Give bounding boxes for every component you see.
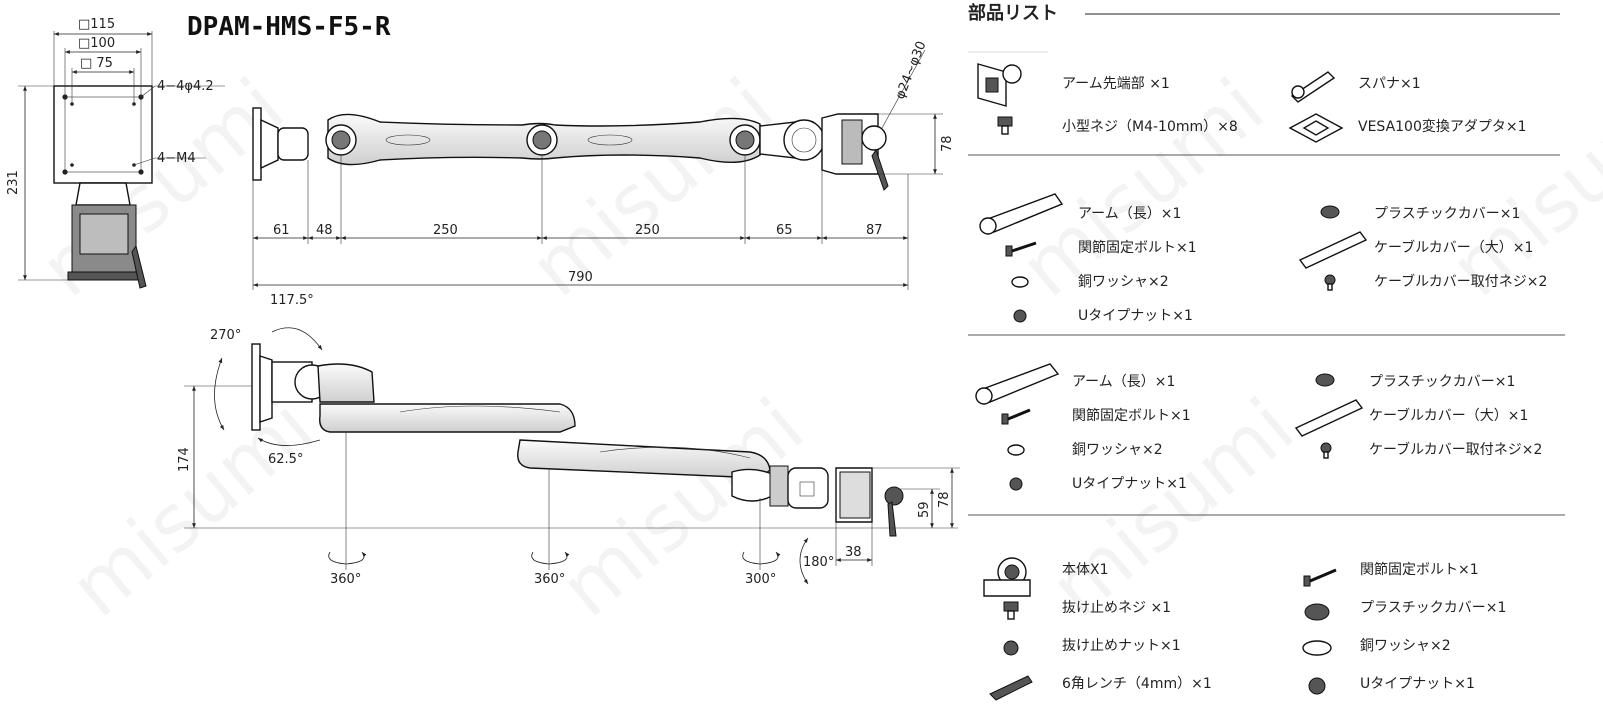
parts-list-title: 部品リスト xyxy=(968,2,1058,24)
part-label: アーム（長）×1 xyxy=(1072,374,1175,390)
plastic-cover-icon xyxy=(1320,205,1340,219)
dimension-label: 4−M4 xyxy=(157,151,196,166)
dimension-label: 61 xyxy=(273,223,290,238)
plastic-cover-icon xyxy=(1304,603,1330,621)
part-label: 関節固定ボルト×1 xyxy=(1078,239,1197,256)
dimension-label: 360° xyxy=(534,572,565,587)
part-label: 銅ワッシャ×2 xyxy=(1072,442,1163,458)
dimension-label: 78 xyxy=(940,135,955,152)
arm-side-view: 117.5° 270° 62.5° 174 59 78 38 180° 360°… xyxy=(177,293,960,587)
dimension-label: misumi xyxy=(544,382,820,634)
part-label: 6角レンチ（4mm）×1 xyxy=(1062,676,1212,692)
part-label: ケーブルカバー（大）×1 xyxy=(1374,239,1533,256)
dimension-label: 250 xyxy=(635,223,660,238)
copper-washer-icon xyxy=(1007,444,1025,456)
dimension-label: □ 75 xyxy=(80,56,113,71)
dimension-label: 270° xyxy=(210,328,241,343)
dimension-label: 78 xyxy=(937,491,952,508)
part-label: ケーブルカバー取付ネジ×2 xyxy=(1369,441,1542,458)
cable-cover-icon xyxy=(1298,231,1368,269)
dimension-label: 360° xyxy=(330,572,361,587)
cable-cover-icon xyxy=(1294,399,1364,437)
retaining-screw-icon xyxy=(1003,601,1019,620)
main-body-icon xyxy=(983,557,1031,597)
vesa-adapter-icon xyxy=(1288,113,1344,143)
dimension-label: 117.5° xyxy=(270,293,314,308)
parts-list: 部品リスト xyxy=(968,2,1565,701)
part-label: 小型ネジ（M4-10mm）×8 xyxy=(1062,119,1238,135)
dimension-label: 4−4φ4.2 xyxy=(157,79,214,94)
dimension-label: misumi xyxy=(514,62,790,314)
spanner-icon xyxy=(1290,71,1336,103)
hex-wrench-icon xyxy=(989,675,1033,701)
part-label: アーム先端部 ×1 xyxy=(1062,76,1170,92)
cable-screw-icon xyxy=(1320,442,1332,459)
part-label: Uタイプナット×1 xyxy=(1072,476,1187,492)
joint-bolt-icon xyxy=(1005,241,1037,257)
dimension-label: 62.5° xyxy=(268,452,303,467)
dimension-label: □100 xyxy=(78,36,115,51)
part-label: プラスチックカバー×1 xyxy=(1360,600,1506,616)
dimension-label: 180° xyxy=(803,555,834,570)
part-label: ケーブルカバー取付ネジ×2 xyxy=(1374,273,1547,290)
u-nut-icon xyxy=(1013,309,1027,323)
joint-bolt-icon xyxy=(1303,568,1337,587)
u-nut-icon xyxy=(1308,677,1326,695)
dimension-label: 87 xyxy=(866,223,883,238)
dimension-label: 59 xyxy=(917,501,932,518)
dimension-label: 790 xyxy=(568,270,593,285)
vesa-front-view: □115 □100 □ 75 4−4φ4.2 4−M4 231 xyxy=(6,17,225,289)
long-arm-icon xyxy=(975,363,1060,405)
dimension-label: 250 xyxy=(433,223,458,238)
copper-washer-icon xyxy=(1011,276,1029,288)
dimension-label: misumi xyxy=(54,382,330,634)
dimension-label: 300° xyxy=(745,572,776,587)
part-label: 抜け止めナット×1 xyxy=(1062,638,1181,654)
part-label: 抜け止めネジ ×1 xyxy=(1062,600,1171,616)
part-label: 銅ワッシャ×2 xyxy=(1078,274,1169,290)
part-label: アーム（長）×1 xyxy=(1078,206,1181,222)
joint-bolt-icon xyxy=(1001,408,1031,425)
part-label: プラスチックカバー×1 xyxy=(1374,206,1520,222)
copper-washer-icon xyxy=(1302,640,1332,656)
part-label: プラスチックカバー×1 xyxy=(1369,374,1515,390)
dimension-label: 65 xyxy=(776,223,793,238)
dimension-label: φ24∼φ30 xyxy=(893,39,930,101)
dimension-label: 38 xyxy=(845,545,862,560)
part-label: 本体X1 xyxy=(1062,562,1109,578)
part-label: ケーブルカバー（大）×1 xyxy=(1369,407,1528,424)
retaining-nut-icon xyxy=(1003,640,1019,656)
part-label: スパナ×1 xyxy=(1358,76,1421,92)
part-label: Uタイプナット×1 xyxy=(1078,308,1193,324)
part-label: VESA100変換アダプタ×1 xyxy=(1358,118,1527,135)
dimension-label: □115 xyxy=(78,17,115,32)
part-label: 銅ワッシャ×2 xyxy=(1360,638,1451,654)
part-label: 関節固定ボルト×1 xyxy=(1360,561,1479,578)
part-label: 関節固定ボルト×1 xyxy=(1072,407,1191,424)
plastic-cover-icon xyxy=(1315,373,1335,387)
small-screw-icon xyxy=(997,116,1013,135)
model-title: DPAM-HMS-F5-R xyxy=(187,12,391,42)
u-nut-icon xyxy=(1009,477,1023,491)
arm-tip-icon xyxy=(977,63,1022,107)
dimension-label: 174 xyxy=(177,447,192,472)
part-label: Uタイプナット×1 xyxy=(1360,676,1475,692)
dimension-label: 48 xyxy=(316,223,333,238)
cable-screw-icon xyxy=(1324,274,1336,291)
long-arm-icon xyxy=(979,193,1064,235)
dimension-label: 231 xyxy=(6,170,21,195)
